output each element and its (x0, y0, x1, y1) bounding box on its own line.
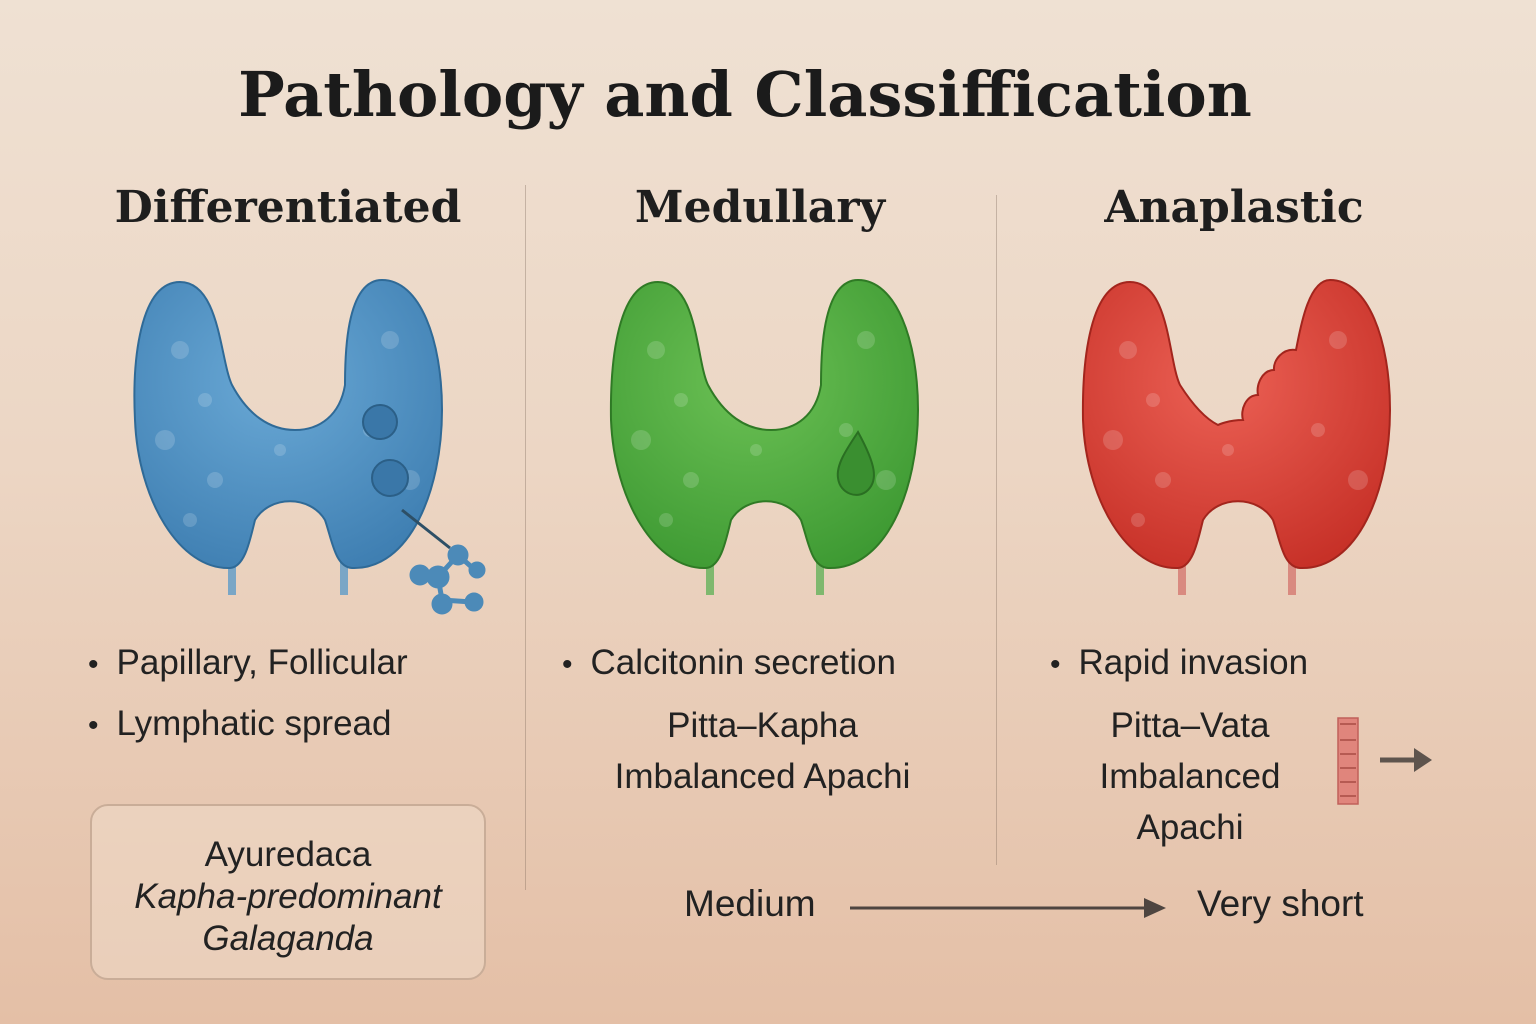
dosha-line: Imbalanced (1099, 757, 1281, 796)
dosha-line: Pitta–Vata (1110, 706, 1270, 745)
ayurveda-line3: Galaganda (202, 919, 374, 958)
progression-end: Very short (1197, 883, 1364, 924)
thyroid-blue-icon (133, 278, 486, 615)
droplet-icon (836, 430, 875, 496)
heading-differentiated: Differentiated (114, 182, 462, 233)
progression-start: Medium (684, 883, 816, 924)
ayurveda-box: Ayuredaca Kapha-predominant Galaganda (90, 804, 486, 980)
nodule-icon (362, 404, 398, 440)
bullet-rapid-invasion: Rapid invasion (1050, 643, 1309, 683)
dosha-line: Pitta–Kapha (667, 706, 858, 745)
heading-anaplastic: Anaplastic (1104, 182, 1364, 233)
trachea-icon (1337, 717, 1432, 805)
heading-medullary: Medullary (634, 182, 886, 233)
thyroid-red-icon (1081, 278, 1392, 595)
dosha-line: Apachi (1136, 808, 1244, 847)
dosha-anaplastic: Pitta–Vata Imbalanced Apachi (1080, 700, 1300, 853)
bullet-papillary-follicular: Papillary, Follicular (88, 643, 408, 683)
dosha-medullary: Pitta–Kapha Imbalanced Apachi (580, 700, 945, 802)
nodule-icon (371, 459, 409, 497)
ayurveda-line2: Kapha-predominant (134, 877, 442, 916)
progression-arrow-icon (850, 898, 1166, 918)
bullet-lymphatic-spread: Lymphatic spread (88, 704, 392, 744)
spread-network-icon (409, 544, 486, 615)
ayurveda-line1: Ayuredaca (204, 835, 372, 874)
bullet-calcitonin: Calcitonin secretion (562, 643, 896, 683)
arrow-right-icon (1380, 748, 1432, 772)
thyroid-green-icon (609, 278, 920, 595)
column-divider (996, 195, 997, 865)
column-divider (525, 185, 526, 890)
dosha-line: Imbalanced Apachi (614, 757, 911, 796)
page-title: Pathology and Classiffication (238, 58, 1252, 131)
